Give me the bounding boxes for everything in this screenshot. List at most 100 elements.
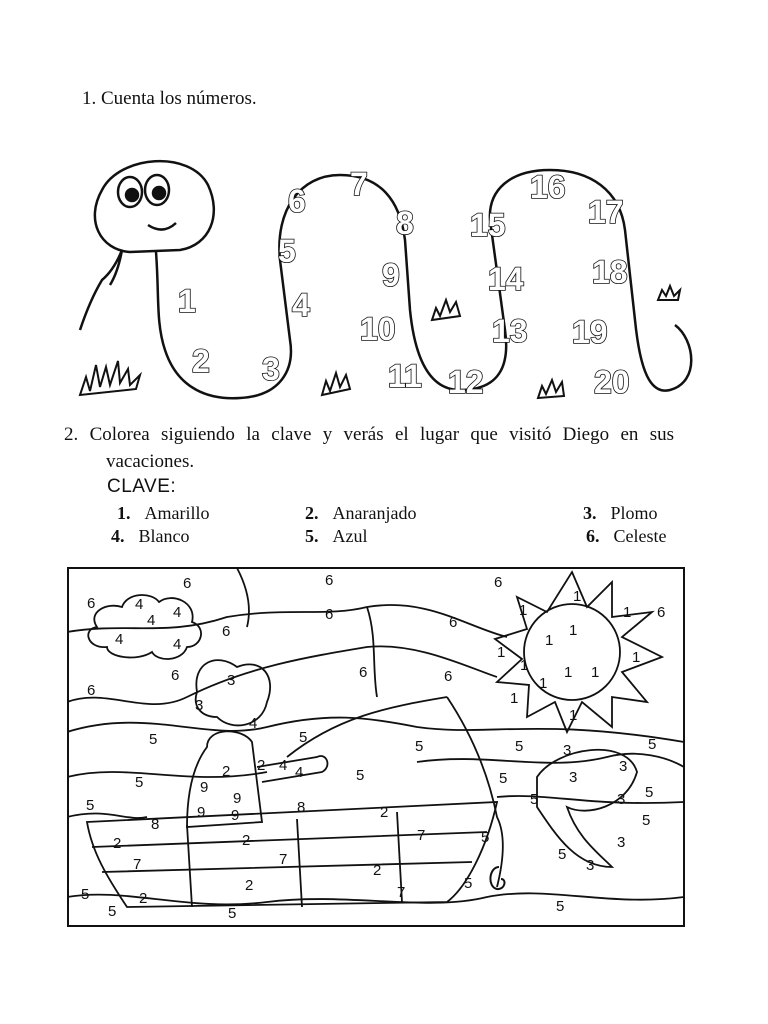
sky-number: 6 xyxy=(494,574,502,591)
snake-number: 2 xyxy=(192,343,210,379)
boat-number: 2 xyxy=(373,862,381,879)
question-2-continuation: vacaciones. xyxy=(106,451,195,472)
water-number: 5 xyxy=(499,770,507,787)
fish-number: 3 xyxy=(563,742,571,759)
snake-body xyxy=(153,168,693,400)
water-number: 5 xyxy=(135,774,143,791)
boat-number: 2 xyxy=(380,804,388,821)
fish-number: 3 xyxy=(617,791,625,808)
water-number: 5 xyxy=(481,829,489,846)
sun-number: 1 xyxy=(520,657,528,674)
sun-number: 1 xyxy=(591,664,599,681)
boy-number: 8 xyxy=(297,799,305,816)
boat-number: 7 xyxy=(133,856,141,873)
sky-number: 6 xyxy=(449,614,457,631)
sky-number: 6 xyxy=(183,575,191,592)
fish-number: 3 xyxy=(569,769,577,786)
boat-number: 2 xyxy=(242,832,250,849)
sky-number: 6 xyxy=(325,606,333,623)
sky-number: 6 xyxy=(444,668,452,685)
key-item: 6.Celeste xyxy=(586,526,667,546)
boy-number: 2 xyxy=(257,757,265,774)
key-title: CLAVE: xyxy=(107,476,177,497)
sky-number: 6 xyxy=(171,667,179,684)
boat-number: 7 xyxy=(417,827,425,844)
snake-number: 10 xyxy=(360,311,396,347)
sun-number: 1 xyxy=(632,649,640,666)
boat-number: 7 xyxy=(279,851,287,868)
boy-number: 3 xyxy=(227,672,235,689)
hook-icon xyxy=(489,866,506,891)
snake-numbers: 1 2 3 4 5 6 7 8 9 10 11 12 13 14 15 16 1… xyxy=(177,165,630,401)
snake-number: 13 xyxy=(492,313,528,349)
boy-number: 9 xyxy=(200,779,208,796)
boat-number: 7 xyxy=(397,884,405,901)
sky-number: 6 xyxy=(222,623,230,640)
color-by-number-picture: 6 6 6 6 6 6 6 6 6 6 6 6 4 4 4 4 4 1 1 1 … xyxy=(67,567,685,927)
snake-number: 17 xyxy=(588,194,624,230)
snake-number: 6 xyxy=(288,183,306,219)
sun-number: 1 xyxy=(539,675,547,692)
question-2-text: 2. Colorea siguiendo la clave y verás el… xyxy=(64,424,674,445)
boy-number: 4 xyxy=(295,764,303,781)
snake-number: 19 xyxy=(572,314,608,350)
snake-number: 4 xyxy=(292,287,310,323)
water-number: 5 xyxy=(415,738,423,755)
water-number: 5 xyxy=(464,875,472,892)
snake-number: 16 xyxy=(530,169,566,205)
boy-number: 9 xyxy=(197,804,205,821)
sun-number: 1 xyxy=(623,604,631,621)
sun-number: 1 xyxy=(519,602,527,619)
boy-number: 4 xyxy=(249,715,257,732)
question-1-text: 1. Cuenta los números. xyxy=(82,88,257,109)
boy-number: 3 xyxy=(195,697,203,714)
fish-number: 3 xyxy=(586,857,594,874)
sun-number: 1 xyxy=(569,622,577,639)
sun-number: 1 xyxy=(497,644,505,661)
water-number: 5 xyxy=(299,729,307,746)
water-number: 5 xyxy=(645,784,653,801)
cloud-number: 4 xyxy=(173,604,181,621)
sky-number: 6 xyxy=(87,595,95,612)
boy-number: 9 xyxy=(231,807,239,824)
fish-number: 3 xyxy=(619,758,627,775)
key-item: 1.Amarillo xyxy=(117,503,210,523)
sun-number: 1 xyxy=(569,707,577,724)
sun-number: 1 xyxy=(573,588,581,605)
cloud-number: 4 xyxy=(147,612,155,629)
cloud-number: 4 xyxy=(173,636,181,653)
snake-number: 14 xyxy=(488,261,524,297)
water-number: 5 xyxy=(515,738,523,755)
snake-counting-picture: 1 2 3 4 5 6 7 8 9 10 11 12 13 14 15 16 1… xyxy=(78,159,693,401)
sun-number: 1 xyxy=(510,690,518,707)
water-number: 5 xyxy=(108,903,116,920)
sun-number: 1 xyxy=(545,632,553,649)
snake-number: 7 xyxy=(350,166,368,202)
water-number: 5 xyxy=(556,898,564,915)
sun-number: 1 xyxy=(564,664,572,681)
boy-number: 9 xyxy=(233,790,241,807)
key-item: 3.Plomo xyxy=(583,503,658,523)
water-number: 5 xyxy=(81,886,89,903)
snake-number: 9 xyxy=(382,257,400,293)
cloud-number: 4 xyxy=(115,631,123,648)
snake-head xyxy=(78,159,216,331)
snake-number: 8 xyxy=(396,205,414,241)
snake-number: 15 xyxy=(470,207,506,243)
fish-number: 3 xyxy=(617,834,625,851)
water-number: 5 xyxy=(356,767,364,784)
boat-number: 2 xyxy=(139,890,147,907)
boat-number: 2 xyxy=(245,877,253,894)
snake-number: 3 xyxy=(262,351,280,387)
boy-number: 2 xyxy=(222,763,230,780)
picture-numbers: 6 6 6 6 6 6 6 6 6 6 6 6 4 4 4 4 4 1 1 1 … xyxy=(81,572,665,922)
snake-number: 1 xyxy=(178,283,196,319)
grass-icon xyxy=(78,283,682,400)
boat-number: 2 xyxy=(113,835,121,852)
sky-number: 6 xyxy=(87,682,95,699)
water-number: 5 xyxy=(642,812,650,829)
boy-number: 4 xyxy=(279,757,287,774)
key-item: 2.Anaranjado xyxy=(305,503,417,523)
water-number: 5 xyxy=(558,846,566,863)
snake-number: 5 xyxy=(278,233,296,269)
